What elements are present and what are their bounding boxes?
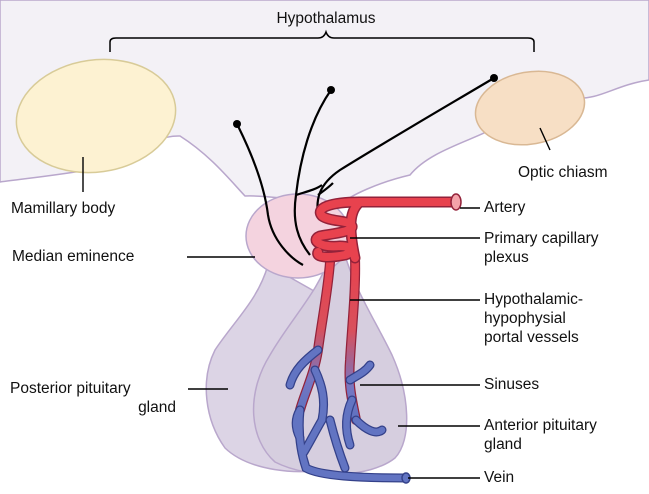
posterior-pituitary-label: Posterior pituitary gland bbox=[10, 379, 176, 417]
mamillary-body-label: Mamillary body bbox=[11, 199, 115, 218]
primary-capillary-plexus-label: Primary capillary plexus bbox=[484, 229, 599, 267]
artery-opening bbox=[451, 194, 461, 210]
median-eminence-label: Median eminence bbox=[12, 247, 134, 266]
vein-label: Vein bbox=[484, 468, 514, 487]
plexus-line-2: plexus bbox=[484, 248, 599, 267]
posterior-pituitary-line-1: Posterior pituitary bbox=[10, 379, 176, 398]
posterior-pituitary-line-2: gland bbox=[10, 398, 176, 417]
portal-line-3: portal vessels bbox=[484, 328, 583, 347]
portal-vessels-label: Hypothalamic- hypophysial portal vessels bbox=[484, 290, 583, 347]
portal-line-2: hypophysial bbox=[484, 309, 583, 328]
anterior-pituitary-line-1: Anterior pituitary bbox=[484, 416, 597, 435]
anterior-pituitary-line-2: gland bbox=[484, 435, 597, 454]
plexus-line-1: Primary capillary bbox=[484, 229, 599, 248]
hypothalamus-label: Hypothalamus bbox=[221, 9, 431, 28]
artery-label: Artery bbox=[484, 198, 525, 217]
anterior-pituitary-label: Anterior pituitary gland bbox=[484, 416, 597, 454]
portal-line-1: Hypothalamic- bbox=[484, 290, 583, 309]
optic-chiasm-label: Optic chiasm bbox=[518, 163, 608, 182]
sinuses-label: Sinuses bbox=[484, 375, 539, 394]
